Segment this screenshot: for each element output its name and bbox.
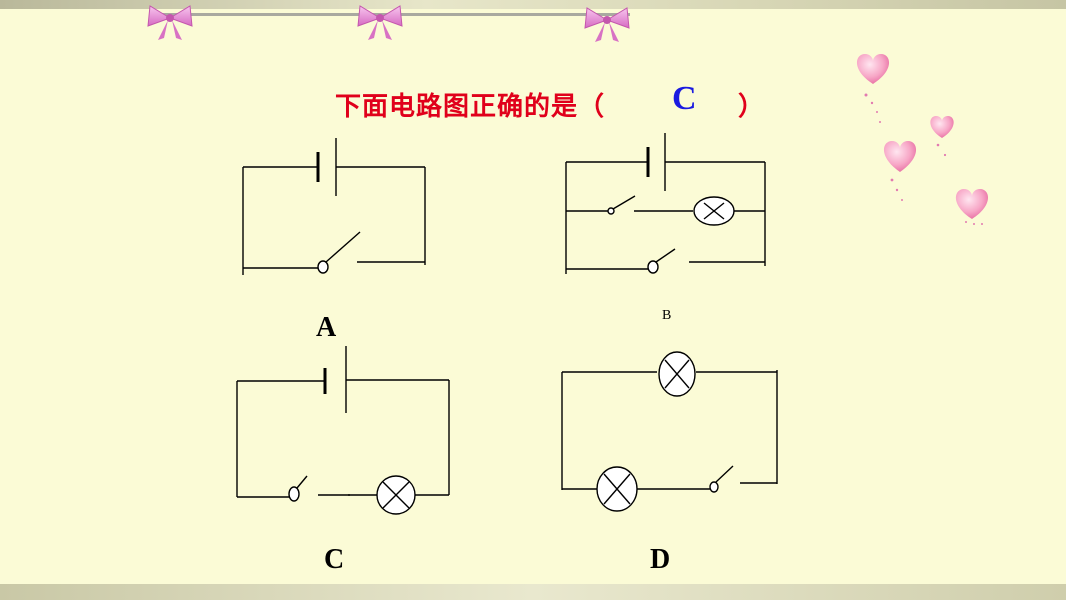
- bow-icon: [584, 7, 630, 42]
- option-label-d: D: [650, 544, 671, 575]
- bow-icon: [147, 5, 193, 40]
- top-border: [0, 0, 1066, 9]
- question-text: 下面电路图正确的是（: [335, 92, 606, 122]
- heart-icon: [883, 141, 917, 172]
- question-close-paren: ）: [738, 92, 765, 122]
- circuit-d: [561, 351, 778, 512]
- option-label-c: C: [324, 544, 345, 575]
- bottom-border: [0, 584, 1066, 600]
- heart-icon: [856, 54, 890, 84]
- heart-icon: [930, 116, 954, 138]
- bow-icon: [357, 5, 403, 40]
- heart-icon: [955, 189, 989, 219]
- circuit-c: [236, 346, 450, 515]
- circuit-b: [565, 133, 766, 274]
- option-label-b: B: [662, 308, 672, 323]
- answer-letter: C: [672, 80, 697, 117]
- sparkle-icon: [864, 93, 983, 225]
- option-label-a: A: [316, 312, 337, 343]
- circuit-a: [242, 138, 426, 275]
